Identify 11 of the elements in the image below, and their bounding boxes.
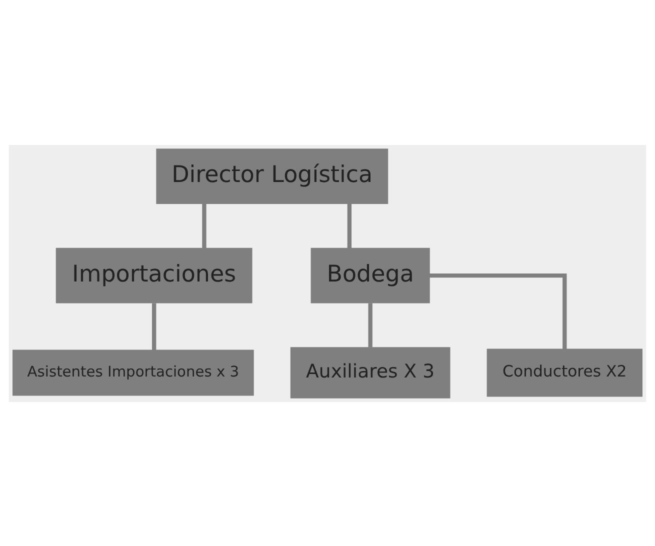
node-box: Bodega bbox=[310, 247, 430, 303]
node-box: Asistentes Importaciones x 3 bbox=[12, 349, 254, 396]
connector bbox=[152, 302, 156, 350]
connector bbox=[347, 203, 352, 248]
node-box: Auxiliares X 3 bbox=[290, 346, 450, 398]
node-box: Conductores X2 bbox=[486, 348, 642, 396]
node-box: Director Logística bbox=[156, 148, 388, 204]
connector bbox=[202, 203, 206, 248]
node-box: Importaciones bbox=[56, 247, 252, 303]
connector bbox=[429, 273, 567, 349]
connector bbox=[368, 302, 372, 347]
